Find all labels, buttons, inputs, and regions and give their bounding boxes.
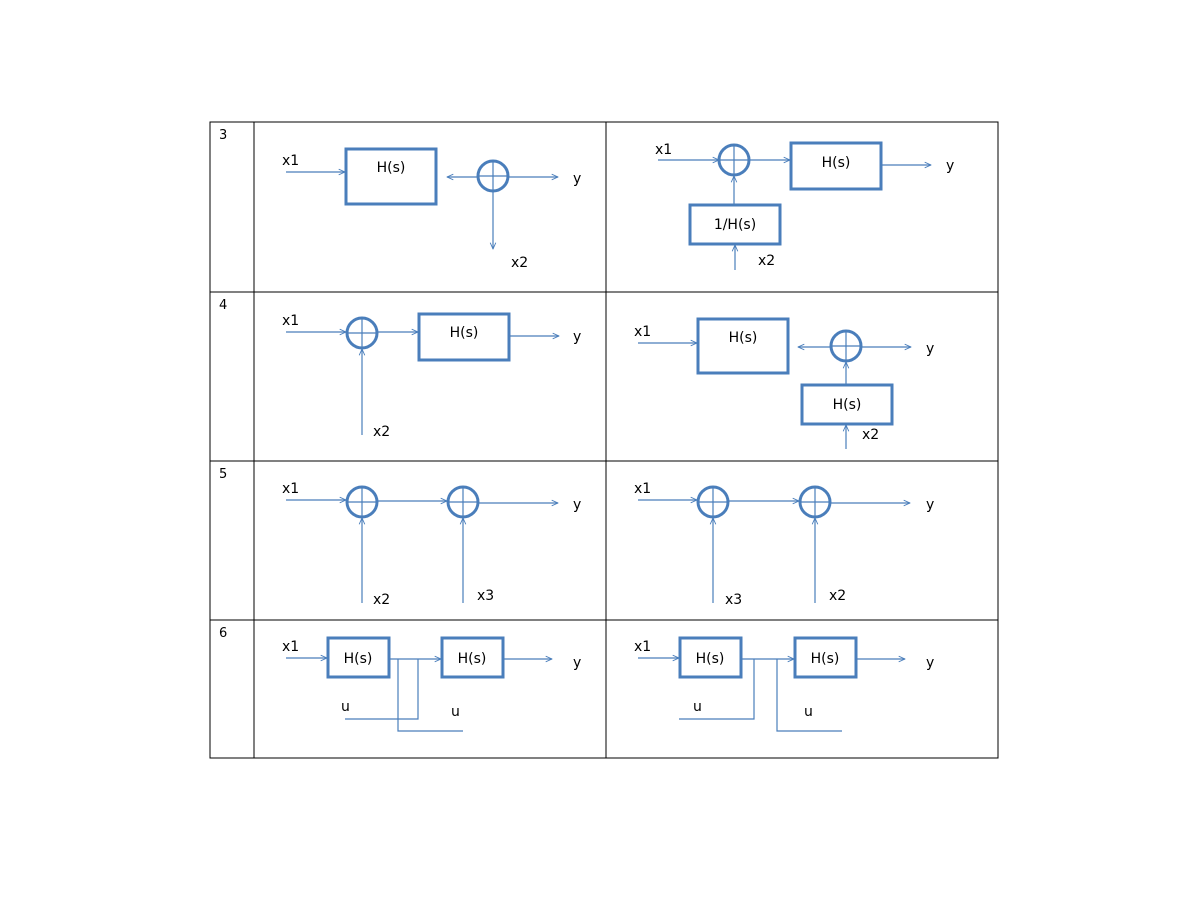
row-label-5: 5 [219,467,227,482]
label-x1: x1 [282,153,299,169]
label-x1: x1 [282,481,299,497]
label-y: y [946,158,954,174]
transfer-block-b [440,636,505,679]
transfer-block [417,312,511,362]
label-input-b: x2 [829,588,846,604]
transfer-block [696,317,790,375]
u-wire-b [776,659,842,732]
label-y: y [573,655,581,671]
label-y: y [926,341,934,357]
diagram-row6-right: x1 H(s) H(s) y u u [634,636,934,732]
diagram-row3-right: x1 H(s) 1/H(s) y x2 [655,141,954,270]
label-y: y [926,497,934,513]
feedback-block-label: 1/H(s) [714,217,756,233]
diagram-row5-left: x1 y x2 x3 [282,481,581,608]
u-wire-a [345,659,419,720]
label-x2: x2 [758,253,775,269]
label-x2: x2 [511,255,528,271]
block-b-label: H(s) [811,651,840,667]
block-label: H(s) [822,155,851,171]
transfer-block-a [678,636,743,679]
diagram-row3-left: x1 H(s) y x2 [282,147,581,271]
transfer-block [344,147,438,206]
table-grid [209,121,999,759]
label-x1: x1 [634,639,651,655]
block-a-label: H(s) [344,651,373,667]
label-x1: x1 [634,324,651,340]
label-input-a: x3 [725,592,742,608]
feedback-block [688,203,782,246]
diagram-row4-left: x1 H(s) y x2 [282,312,581,440]
feedback-block [800,383,894,426]
label-x2: x2 [373,424,390,440]
diagram-row4-right: x1 H(s) H(s) y x2 [634,317,934,449]
transfer-block-a [326,636,391,679]
block-b-label: H(s) [458,651,487,667]
label-u-a: u [341,699,350,715]
label-x1: x1 [634,481,651,497]
label-x1: x1 [655,142,672,158]
label-u-b: u [804,704,813,720]
label-y: y [573,329,581,345]
diagram-row5-right: x1 y x3 x2 [634,481,934,608]
transfer-block [789,141,883,191]
u-wire-a [679,659,755,720]
table-border [209,121,999,759]
row-label-3: 3 [219,128,227,143]
u-wire-b [397,659,463,732]
block-a-label: H(s) [696,651,725,667]
label-x1: x1 [282,313,299,329]
block-label: H(s) [729,330,758,346]
block-label: H(s) [377,160,406,176]
label-x1: x1 [282,639,299,655]
label-input-b: x3 [477,588,494,604]
label-x2: x2 [862,427,879,443]
block-label: H(s) [450,325,479,341]
label-y: y [926,655,934,671]
label-u-b: u [451,704,460,720]
row-label-4: 4 [219,298,227,313]
label-y: y [573,171,581,187]
feedback-block-label: H(s) [833,397,862,413]
transfer-block-b [793,636,858,679]
label-input-a: x2 [373,592,390,608]
row-label-6: 6 [219,626,227,641]
label-u-a: u [693,699,702,715]
diagram-row6-left: x1 H(s) H(s) y u u [282,636,581,732]
label-y: y [573,497,581,513]
